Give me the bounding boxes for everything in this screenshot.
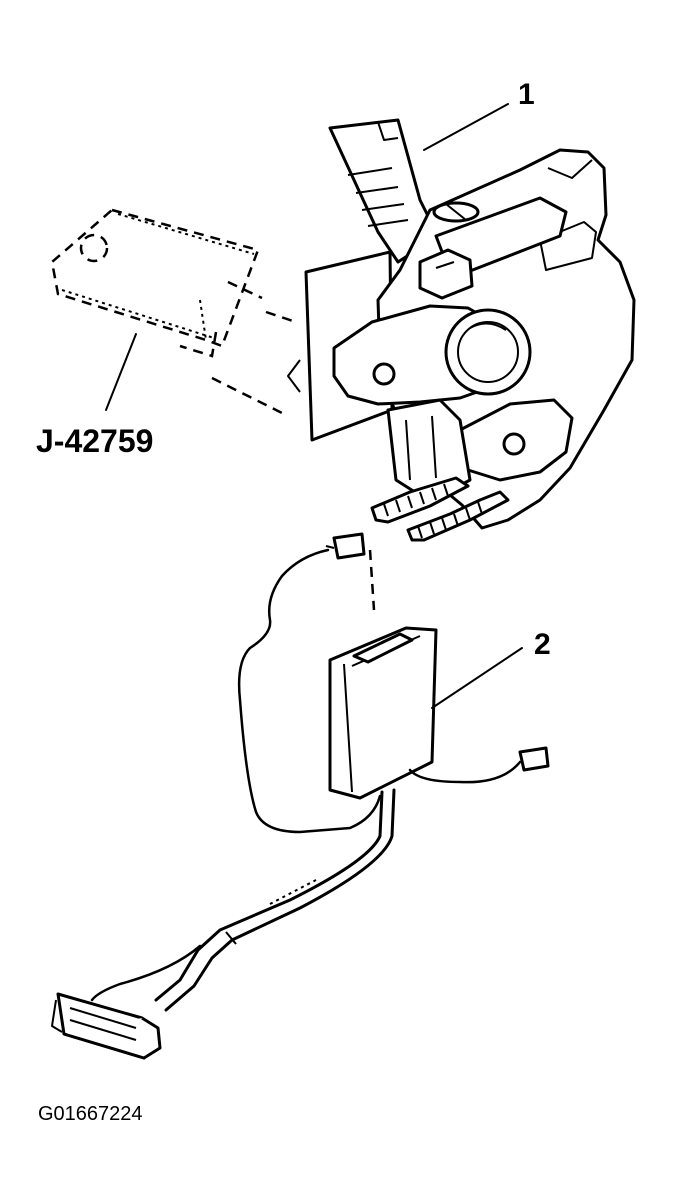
latch-assembly — [287, 118, 636, 542]
switch-module — [51, 532, 550, 1060]
tool-label: J-42759 — [36, 423, 153, 459]
callout-2-label: 2 — [534, 628, 551, 661]
figure-code: G01667224 — [38, 1103, 143, 1125]
callout-1-leader — [423, 103, 509, 151]
tool-j42759 — [50, 208, 297, 418]
callout-1-label: 1 — [518, 78, 535, 111]
callout-2-leader — [431, 647, 523, 709]
